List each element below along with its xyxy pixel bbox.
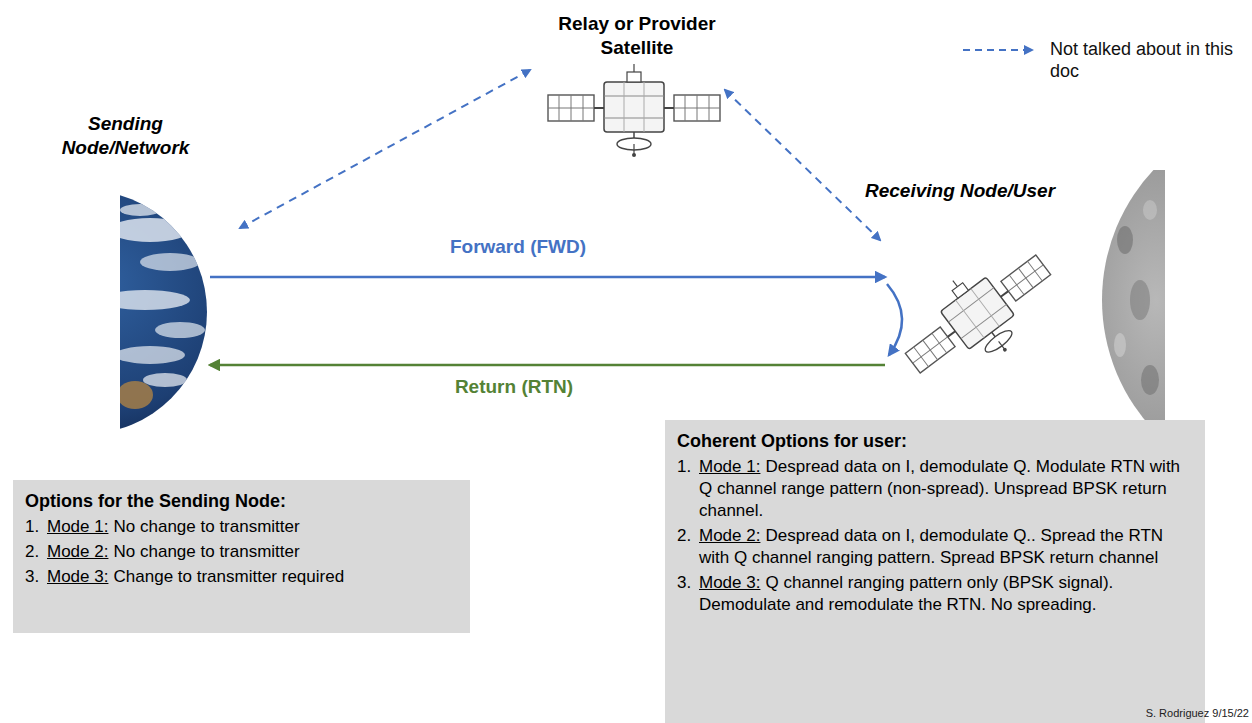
- earth-illustration: [140, 253, 200, 271]
- earth-illustration: [120, 180, 220, 440]
- earth-illustration: [120, 180, 220, 440]
- mode-description: Change to transmitter required: [114, 567, 345, 586]
- mode-description: No change to transmitter: [114, 542, 300, 561]
- link-label: Forward (FWD): [446, 236, 590, 258]
- turnaround-arrow: [887, 284, 902, 355]
- moon-illustration: [1114, 333, 1126, 357]
- earth-illustration: [120, 180, 220, 440]
- mode-name: Mode 3:: [699, 573, 760, 592]
- earth-illustration: [120, 218, 190, 242]
- option-item: 1. Mode 1:Despread data on I, demodulate …: [677, 456, 1193, 522]
- legend-label: Not talked about in this doc: [1050, 38, 1235, 82]
- option-item: 1. Mode 1: No change to transmitter: [25, 516, 458, 538]
- moon-illustration: [1090, 170, 1165, 430]
- node-heading: Relay or Provider Satellite: [537, 12, 737, 60]
- mode-name: Mode 3:: [47, 567, 108, 586]
- moon-illustration: [1130, 280, 1150, 320]
- list-number: 2.: [25, 541, 39, 563]
- earth-illustration: [120, 346, 185, 364]
- dashed-link: [725, 90, 880, 240]
- signal-arrow: [210, 364, 885, 367]
- mode-name: Mode 1:: [47, 517, 108, 536]
- mode-description: Q channel ranging pattern only (BPSK sig…: [699, 573, 1113, 614]
- user-options-box: Coherent Options for user:1.Mode 1:Despr…: [665, 420, 1205, 723]
- link-label: Return (RTN): [451, 376, 577, 398]
- sending-options-box: Options for the Sending Node: 1. Mode 1: No…: [13, 480, 470, 633]
- moon-illustration: [1090, 170, 1165, 430]
- earth-illustration: [120, 204, 160, 216]
- mode-description: Despread data on I, demodulate Q.. Sprea…: [699, 526, 1163, 567]
- moon-illustration: [1090, 170, 1165, 430]
- moon-illustration: [1143, 200, 1157, 220]
- node-heading: Sending Node/Network: [48, 112, 203, 160]
- earth-illustration: [155, 322, 205, 338]
- signal-arrow: [210, 276, 885, 279]
- moon-illustration: [1117, 226, 1133, 254]
- option-item: 3. Mode 3: Change to transmitter required: [25, 566, 458, 588]
- author-date-note: S. Rodriguez 9/15/22: [1146, 707, 1249, 720]
- mode-name: Mode 1:: [699, 457, 760, 476]
- earth-illustration: [120, 381, 153, 409]
- list-number: 2.: [677, 525, 691, 547]
- list-number: 1.: [25, 516, 39, 538]
- option-item: 3. Mode 3:Q channel ranging pattern only …: [677, 572, 1193, 616]
- list-number: 1.: [677, 456, 691, 478]
- moon-illustration: [1141, 365, 1159, 395]
- earth-illustration: [143, 373, 187, 387]
- earth-illustration: [120, 290, 190, 310]
- mode-description: No change to transmitter: [114, 517, 300, 536]
- legend-sample-line: [963, 49, 1032, 51]
- mode-name: Mode 2:: [47, 542, 108, 561]
- dashed-link: [240, 70, 530, 228]
- mode-name: Mode 2:: [699, 526, 760, 545]
- list-number: 3.: [25, 566, 39, 588]
- box-heading: Options for the Sending Node:: [25, 490, 458, 513]
- user-satellite-figure: [888, 231, 1072, 400]
- node-heading: Receiving Node/User: [865, 179, 1055, 203]
- box-heading: Coherent Options for user:: [677, 430, 1193, 453]
- option-item: 2. Mode 2: No change to transmitter: [25, 541, 458, 563]
- relay-satellite-node: Relay or Provider Satellite: [537, 8, 737, 156]
- mode-description: Despread data on I, demodulate Q. Modula…: [699, 457, 1180, 520]
- sending-node: Sending Node/Network: [100, 190, 210, 430]
- list-number: 3.: [677, 572, 691, 594]
- option-item: 2. Mode 2:Despread data on I, demodulate …: [677, 525, 1193, 569]
- relay-satellite-figure: [548, 64, 720, 157]
- receiving-node: Receiving Node/User: [885, 215, 1060, 385]
